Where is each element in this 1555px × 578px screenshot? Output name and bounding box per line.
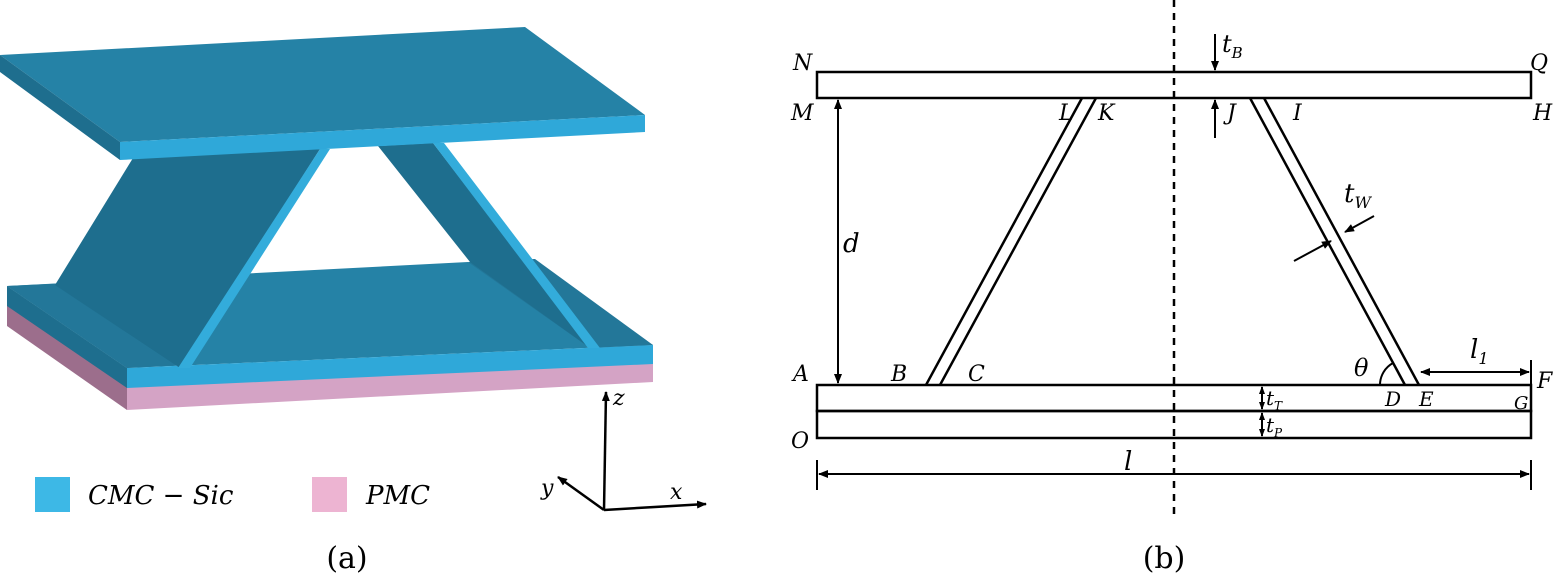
dim-tw-arrow-right <box>1344 215 1375 233</box>
z-axis-arrow <box>601 391 610 511</box>
x-axis-arrow <box>603 500 707 512</box>
label-d: D <box>1384 387 1401 411</box>
label-a: A <box>791 362 809 387</box>
x-axis-label: x <box>670 480 683 505</box>
dim-label-l: l <box>1124 447 1132 477</box>
dim-label-l1: l1 <box>1470 335 1489 368</box>
bottom-sheet-front-side <box>127 345 653 388</box>
pmc-layer-front-side <box>127 363 653 410</box>
caption-b: (b) <box>1143 541 1186 576</box>
point-labels: N Q M H L K J I A B C D E F G O <box>790 51 1553 454</box>
top-sheet-top-face <box>0 27 645 142</box>
legend-label-pmc: PMC <box>365 481 430 511</box>
dim-tw-arrow-left <box>1293 240 1332 262</box>
label-q: Q <box>1530 51 1548 76</box>
label-m: M <box>790 101 814 126</box>
pmc-layer-left-side <box>7 305 127 410</box>
dim-label-tb: tB <box>1222 30 1243 62</box>
top-sheet-front-side <box>120 115 645 160</box>
label-e: E <box>1418 387 1434 411</box>
panel-a-3d-model <box>0 27 653 410</box>
label-c: C <box>968 362 985 387</box>
z-axis-label: z <box>612 386 625 411</box>
label-f: F <box>1536 369 1553 394</box>
dim-label-tp: tP <box>1266 413 1283 440</box>
label-l: L <box>1058 101 1074 126</box>
label-n: N <box>792 51 813 76</box>
right-web-face <box>378 143 590 348</box>
left-web-edge <box>178 149 330 368</box>
label-j: J <box>1223 101 1237 126</box>
theta-arc <box>1378 362 1394 386</box>
pmc-sheet <box>815 409 1533 440</box>
dim-label-tt: tT <box>1266 386 1283 413</box>
dim-label-theta: θ <box>1354 354 1369 382</box>
legend-swatch-pmc <box>312 477 347 512</box>
label-h: H <box>1532 101 1553 126</box>
label-i: I <box>1292 101 1303 126</box>
right-web-outer-line <box>1262 97 1421 386</box>
dimension-lines <box>816 34 1532 490</box>
label-g: G <box>1514 393 1528 414</box>
right-web-edge <box>433 143 600 348</box>
y-axis-label: y <box>540 476 554 501</box>
label-o: O <box>791 429 809 454</box>
dim-label-tw: tW <box>1344 179 1372 212</box>
left-web-inner-line <box>938 97 1098 386</box>
left-web-outer-line <box>924 97 1084 386</box>
legend-label-cmc: CMC − Sic <box>88 481 234 511</box>
bottom-sheet-left-side <box>7 286 127 388</box>
legend-swatch-cmc <box>35 477 70 512</box>
left-web-face <box>55 149 320 368</box>
left-web-flange <box>7 283 185 368</box>
label-b: B <box>890 362 907 387</box>
legend: CMC − Sic PMC <box>35 477 430 512</box>
right-web-inner-line <box>1248 97 1407 386</box>
dim-label-d: d <box>843 229 860 259</box>
label-k: K <box>1097 101 1116 126</box>
caption-a: (a) <box>326 541 367 576</box>
dimension-labels: tB tW d l1 θ tT tP l <box>843 30 1489 477</box>
axes-triad <box>557 391 707 512</box>
y-axis-arrow <box>557 475 605 512</box>
top-sheet-left-side <box>0 55 120 160</box>
panel-b-schematic <box>815 0 1533 520</box>
